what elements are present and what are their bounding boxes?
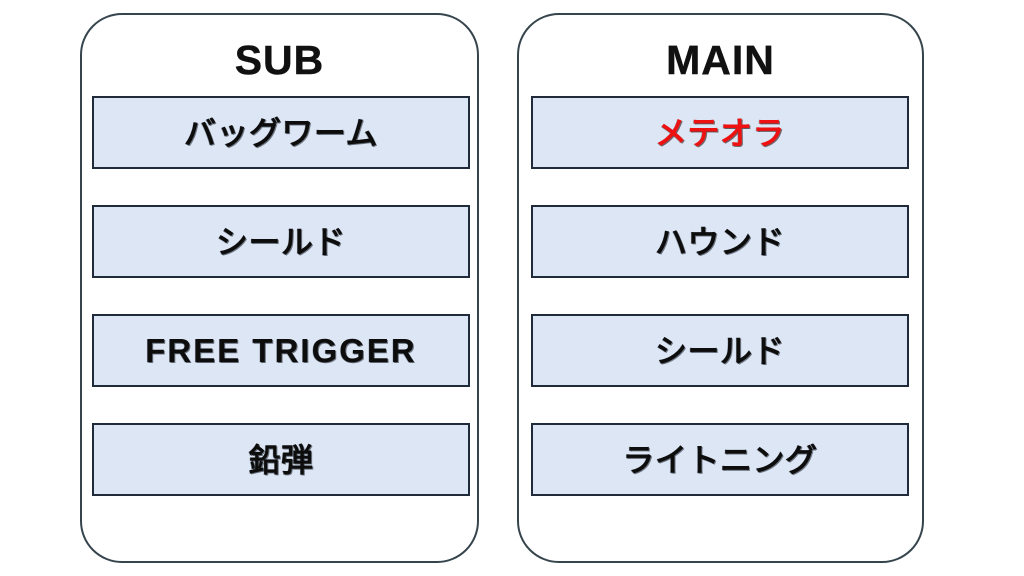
item-label: バッグワーム [183,114,379,151]
column-title-sub: SUB [234,37,325,83]
list-item[interactable]: FREE TRIGGER [92,314,470,388]
item-label: ハウンド [654,223,785,260]
list-item[interactable]: ハウンド [531,205,909,279]
item-list-sub: バッグワーム シールド FREE TRIGGER 鉛弾 [82,96,477,497]
item-label: シールド [654,332,785,369]
item-label: シールド [215,223,346,260]
item-label: 鉛弾 [248,441,314,478]
item-label: ライトニング [622,441,818,478]
column-title-main: MAIN [666,37,775,83]
list-item-selected[interactable]: メテオラ [531,96,909,170]
column-card-sub: SUB バッグワーム シールド FREE TRIGGER 鉛弾 [80,13,479,563]
list-item[interactable]: ライトニング [531,423,909,497]
list-item[interactable]: 鉛弾 [92,423,470,497]
item-list-main: メテオラ ハウンド シールド ライトニング [519,96,922,497]
list-item[interactable]: シールド [531,314,909,388]
list-item[interactable]: シールド [92,205,470,279]
item-label: メテオラ [654,114,785,151]
column-card-main: MAIN メテオラ ハウンド シールド ライトニング [517,13,924,563]
item-label: FREE TRIGGER [145,332,417,370]
list-item[interactable]: バッグワーム [92,96,470,170]
